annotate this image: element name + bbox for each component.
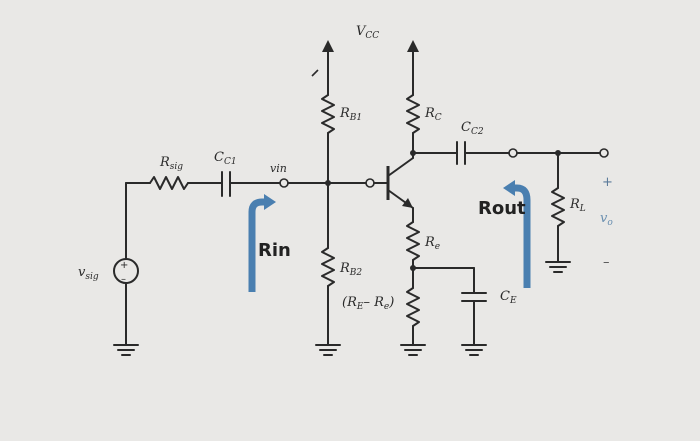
rb2-label: RB2 [339,261,362,278]
rb1-label: RB1 [339,106,362,123]
vsig-label: vsig [78,265,99,282]
rl-resistor [545,152,571,273]
ce-capacitor [412,267,487,356]
cc1-label: CC1 [214,150,237,167]
vo-plus: + [602,175,613,190]
rin-label: Rin [258,240,291,261]
svg-text:–: – [121,274,126,285]
cursor-mark [311,69,319,77]
rl-label: RL [569,197,586,214]
vcc-label: VCC [356,24,379,41]
vo-minus: – [603,255,610,270]
vo-label: vo [600,211,613,228]
ce-label: CE [500,289,517,306]
svg-text:+: + [120,260,128,271]
signal-source: + – [113,182,139,356]
cc1-capacitor [221,171,367,197]
vin-label: vin [270,162,287,175]
rb1-resistor [321,94,335,184]
re-rest-resistor [400,267,426,356]
vcc-rail-left [322,40,334,96]
cc2-capacitor [412,141,609,165]
rin-arrow [248,194,276,292]
re-label: Re [424,235,440,252]
re-resistor [406,207,420,271]
rsig-resistor [125,176,223,190]
bjt-transistor [365,157,414,209]
rout-arrow [503,180,531,288]
rsig-label: Rsig [159,155,183,172]
rc-label: RC [424,106,442,123]
re-rest-label: (RE– Re) [342,295,394,312]
rc-resistor [406,94,420,159]
rout-label: Rout [478,198,526,219]
vcc-rail-right [407,40,419,96]
rb2-resistor [315,182,341,356]
cc2-label: CC2 [461,120,484,137]
